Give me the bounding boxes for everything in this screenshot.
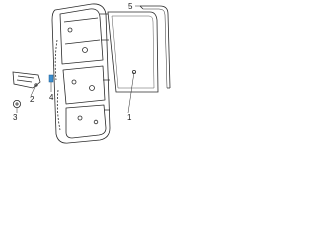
door-shell bbox=[51, 3, 111, 144]
glass-run-channel bbox=[139, 5, 171, 89]
clip bbox=[48, 74, 54, 83]
callout-2: 2 bbox=[30, 95, 35, 104]
parts-diagram: 1 2 3 4 5 bbox=[0, 0, 200, 147]
fastener bbox=[12, 100, 21, 109]
leader-1 bbox=[127, 71, 135, 114]
leader-2 bbox=[30, 84, 37, 97]
diagram-canvas: 1 2 3 4 5 bbox=[12, 2, 171, 144]
callout-4: 4 bbox=[49, 93, 54, 102]
callout-5: 5 bbox=[128, 2, 133, 11]
leader-lines bbox=[16, 5, 140, 114]
callout-1: 1 bbox=[127, 113, 132, 122]
callout-3: 3 bbox=[13, 113, 18, 122]
window-regulator-bracket bbox=[12, 71, 41, 89]
